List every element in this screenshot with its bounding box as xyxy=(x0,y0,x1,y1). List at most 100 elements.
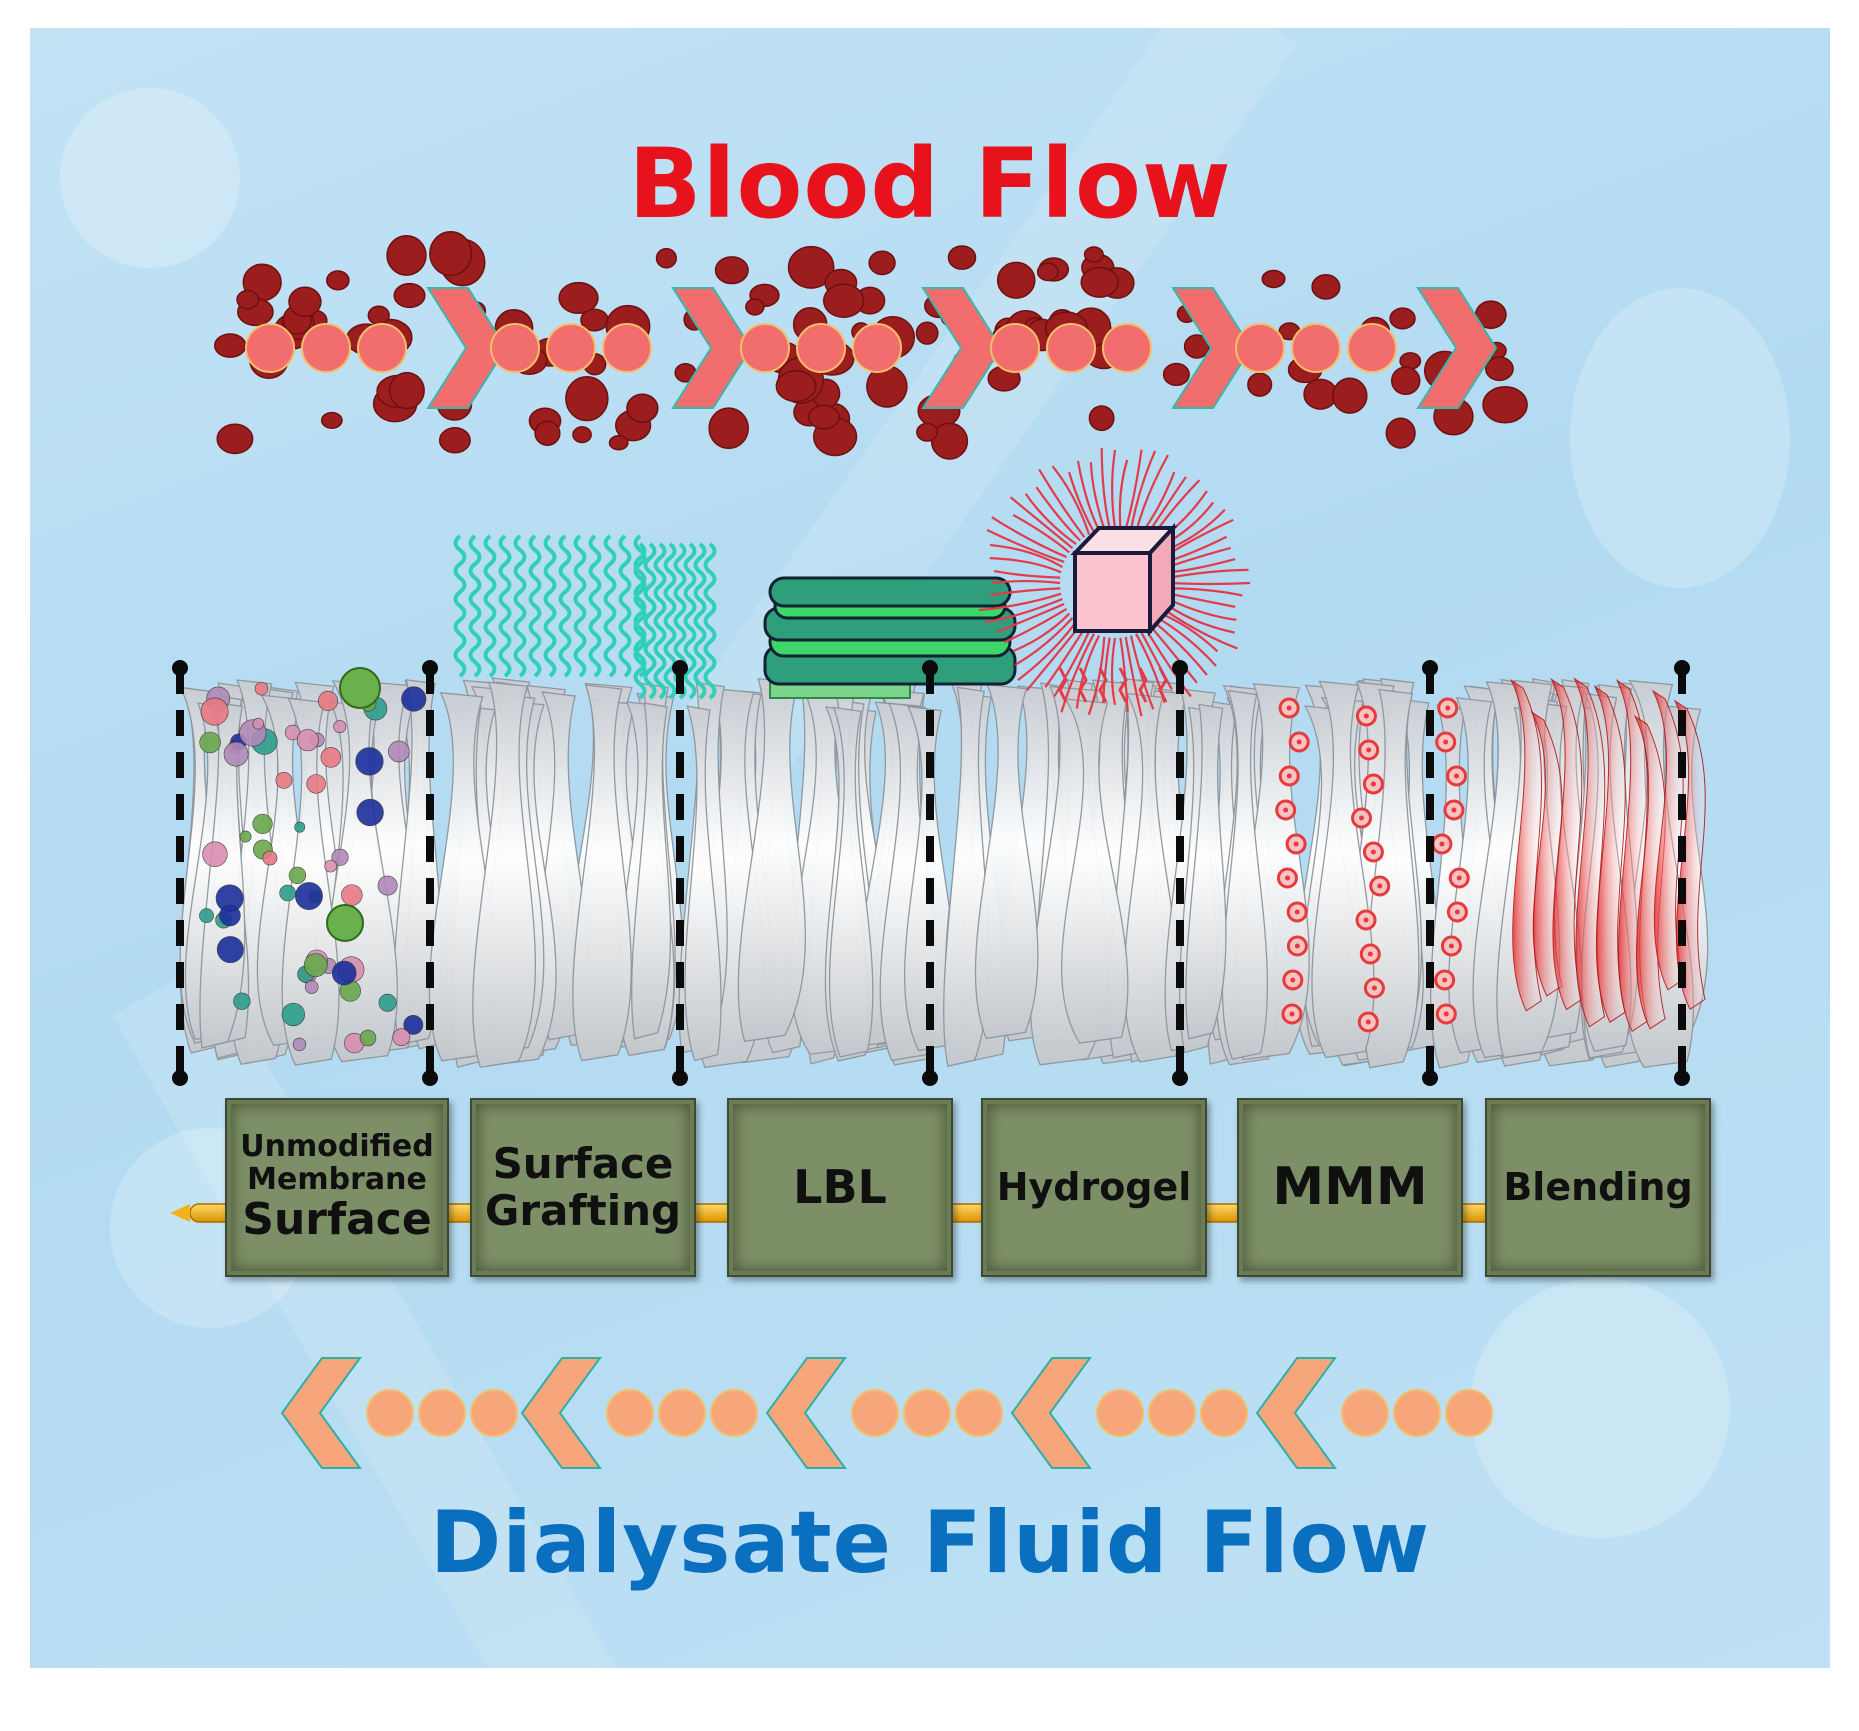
adsorbed-protein xyxy=(199,908,214,924)
filler-core xyxy=(1286,705,1292,711)
hydrogel-chain xyxy=(989,543,1063,568)
adsorbed-protein xyxy=(303,953,328,977)
adsorbed-protein xyxy=(359,1029,377,1047)
segment-label-line: LBL xyxy=(793,1160,887,1215)
polymer-chain-icon xyxy=(513,534,527,678)
hydrogel-chain xyxy=(986,529,1065,563)
blood-cell-icon xyxy=(288,286,322,318)
flow-dot xyxy=(990,323,1040,373)
hydrogel-chain xyxy=(1076,460,1101,531)
hydrogel-chain xyxy=(989,556,1062,574)
membrane-fiber xyxy=(572,684,632,1062)
divider-endpoint xyxy=(1422,660,1438,676)
flow-dot xyxy=(740,323,790,373)
adsorbed-cell xyxy=(326,904,364,942)
hydrogel-chain xyxy=(1153,621,1208,676)
flow-dot xyxy=(1393,1389,1441,1437)
membrane-illustration xyxy=(170,231,1709,1469)
hydrogel-chain xyxy=(1124,636,1143,717)
hydrogel-chain xyxy=(990,587,1061,597)
hydrogel-anchor xyxy=(1078,667,1088,703)
flow-dot xyxy=(1347,323,1397,373)
filler-core xyxy=(1294,943,1300,949)
cube-icon xyxy=(1073,551,1152,633)
filler-core xyxy=(1370,849,1376,855)
flow-chevron-icon xyxy=(765,1357,847,1469)
blood-cell-icon xyxy=(236,289,260,310)
label-box-4: Hydrogel xyxy=(981,1098,1207,1277)
background-bubble xyxy=(60,88,240,268)
blended-additive xyxy=(1615,679,1648,1033)
polymer-chain-icon xyxy=(693,542,707,700)
hydrogel-chain xyxy=(1111,449,1117,529)
hydrogel-chain xyxy=(1044,628,1086,688)
lbl-layer xyxy=(768,576,1012,608)
flow-dot xyxy=(851,1389,899,1437)
divider-endpoint xyxy=(672,1070,688,1086)
adsorbed-protein xyxy=(281,1002,305,1027)
membrane-fiber xyxy=(1363,688,1420,1069)
flow-dot xyxy=(1341,1389,1389,1437)
flow-dot xyxy=(1445,1389,1493,1437)
filler-core xyxy=(1370,781,1376,787)
flow-chevron-icon xyxy=(921,287,1003,409)
hydrogel-chain xyxy=(1014,617,1074,666)
blood-cell-icon xyxy=(714,256,749,285)
adsorbed-protein xyxy=(341,884,363,906)
hydrogel-chain xyxy=(1024,493,1077,546)
flow-dot xyxy=(1200,1389,1248,1437)
hydrogel-chain xyxy=(1167,597,1237,621)
filler-core xyxy=(1454,773,1460,779)
filler-core xyxy=(1286,773,1292,779)
divider-endpoint xyxy=(1172,660,1188,676)
filler-core xyxy=(1289,1011,1295,1017)
adsorbed-protein xyxy=(403,1014,424,1035)
flow-chevron-icon xyxy=(1416,287,1498,409)
polymer-chain-icon xyxy=(603,534,617,678)
blood-cell-icon xyxy=(534,420,561,446)
blood-cell-icon xyxy=(868,250,896,276)
flow-dot xyxy=(1046,323,1096,373)
flow-dot xyxy=(1148,1389,1196,1437)
divider-endpoint xyxy=(422,1070,438,1086)
hydrogel-anchor xyxy=(1158,667,1168,703)
hydrogel-chain xyxy=(1012,513,1070,554)
hydrogel-chain xyxy=(1038,468,1086,538)
blood-cell-icon xyxy=(1036,262,1059,282)
flow-dot xyxy=(710,1389,758,1437)
hydrogel-chain xyxy=(991,516,1067,559)
adsorbed-protein xyxy=(216,936,244,964)
filler-core xyxy=(1296,739,1302,745)
polymer-chain-icon xyxy=(663,542,677,700)
membrane-fiber xyxy=(1311,680,1375,1059)
divider-endpoint xyxy=(1422,1070,1438,1086)
polymer-chain-icon xyxy=(558,534,572,678)
adsorbed-protein xyxy=(262,850,278,866)
hydrogel-chain xyxy=(1139,630,1173,690)
hydrogel-chain xyxy=(1009,496,1074,549)
flow-chevron-icon xyxy=(280,1357,362,1469)
divider-endpoint xyxy=(172,660,188,676)
adsorbed-protein xyxy=(288,866,307,885)
adsorbed-protein xyxy=(252,717,265,730)
blood-cell-icon xyxy=(1080,266,1119,298)
adsorbed-protein xyxy=(377,875,398,896)
blood-cell-icon xyxy=(1247,372,1273,397)
blood-cell-icon xyxy=(216,423,254,455)
blood-cell-icon xyxy=(326,270,350,291)
flow-chevron-icon xyxy=(671,287,753,409)
hydrogel-chain xyxy=(994,570,1061,579)
filler-core xyxy=(1451,807,1457,813)
blood-cell-icon xyxy=(572,426,592,444)
flow-dot xyxy=(602,323,652,373)
blood-cell-icon xyxy=(1389,307,1416,330)
filler-core xyxy=(1359,815,1365,821)
blood-cell-icon xyxy=(775,370,817,403)
hydrogel-chain xyxy=(1089,462,1106,530)
label-box-6: Blending xyxy=(1485,1098,1711,1277)
flow-chevron-icon xyxy=(426,287,508,409)
